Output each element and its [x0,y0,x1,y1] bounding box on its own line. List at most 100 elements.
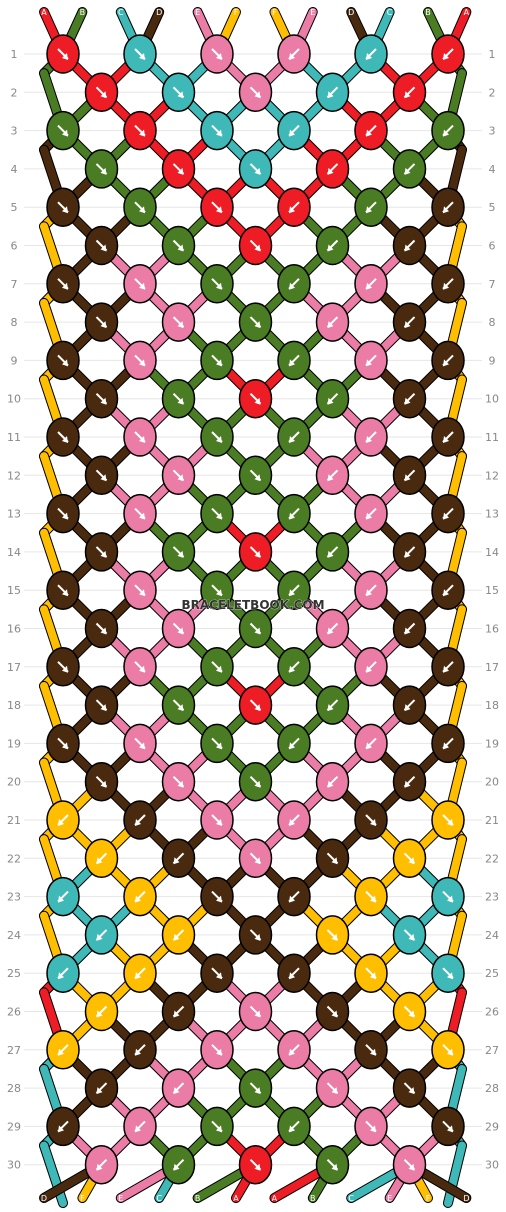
knot-arrowhead-icon [139,282,145,290]
knot-arrowhead-icon [216,512,222,520]
row-number-left: 23 [7,891,21,904]
strand-label-top: F [234,8,239,17]
row-number-left: 24 [7,929,21,942]
knot-arrowhead-icon [96,1010,103,1018]
row-number-right: 22 [485,852,499,865]
row-number-right: 6 [489,240,496,253]
row-number-right: 21 [485,814,499,827]
knot-arrowhead-icon [100,704,107,712]
knot-arrowhead-icon [62,129,68,137]
knot-arrowhead-icon [366,53,372,60]
knot-arrowhead-icon [139,436,145,443]
strand-label-bottom: B [310,1194,316,1203]
row-number-right: 25 [485,967,499,980]
knot-arrowhead-icon [58,1125,64,1133]
knot-arrowhead-icon [443,282,449,290]
knot-arrowhead-icon [58,1048,64,1056]
knot-arrowhead-icon [331,1010,338,1018]
knot-arrowhead-icon [443,589,449,597]
knot-arrowhead-icon [100,474,107,482]
knot-arrowhead-icon [135,972,141,980]
row-number-left: 1 [11,48,18,61]
row-number-left: 13 [7,508,21,521]
knot-arrowhead-icon [289,589,295,597]
knot-arrowhead-icon [254,857,261,865]
row-number-right: 18 [485,699,499,712]
row-number-right: 9 [489,354,496,367]
knot-arrowhead-icon [404,244,411,252]
row-number-right: 16 [485,623,499,636]
knot-arrowhead-icon [216,359,222,367]
knot-arrowhead-icon [289,206,295,214]
knot-arrowhead-icon [177,244,184,252]
knot-arrowhead-icon [173,857,180,865]
knot-arrowhead-icon [289,282,295,290]
knot-arrowhead-icon [404,474,411,482]
knot-arrowhead-icon [370,895,376,903]
row-number-left: 30 [7,1159,21,1172]
knot-arrowhead-icon [177,167,184,175]
knot-arrowhead-icon [408,1010,415,1018]
knot-arrowhead-icon [443,206,449,214]
row-number-left: 28 [7,1082,21,1095]
knot-arrowhead-icon [366,665,372,673]
knot-arrowhead-icon [139,206,145,214]
strand-label-top: F [272,8,277,17]
strand-label-top: B [425,8,431,17]
knot-arrowhead-icon [327,550,334,558]
row-number-left: 29 [7,1120,21,1133]
knot-arrowhead-icon [327,397,334,405]
strand-label-bottom: A [233,1194,239,1203]
row-number-left: 25 [7,967,21,980]
knot-arrowhead-icon [62,282,68,290]
knot-arrowhead-icon [366,742,372,750]
knot-arrowhead-icon [62,436,68,443]
knot-arrowhead-icon [327,704,334,712]
row-number-left: 14 [7,546,21,559]
knot-arrowhead-icon [100,167,107,175]
strand-label-bottom: E [387,1194,392,1203]
row-number-left: 9 [11,354,18,367]
row-number-left: 19 [7,737,21,750]
strand-label-bottom: D [463,1194,469,1203]
row-number-right: 20 [485,776,499,789]
knot-arrowhead-icon [216,436,222,443]
row-number-left: 7 [11,278,18,291]
knot-arrowhead-icon [139,589,145,597]
strand-label-top: E [195,8,200,17]
knot-arrowhead-icon [139,129,145,137]
knot-arrowhead-icon [289,819,295,826]
knot-arrowhead-icon [366,436,372,443]
strand-label-top: A [464,8,470,17]
knot-arrowhead-icon [254,91,261,99]
strand-label-bottom: E [118,1194,123,1203]
row-number-left: 15 [7,584,21,597]
knot-arrowhead-icon [331,857,338,865]
knot-arrowhead-icon [327,780,334,788]
knot-arrowhead-icon [216,895,222,903]
row-number-right: 28 [485,1082,499,1095]
knot-arrowhead-icon [216,742,222,750]
knot-arrowhead-icon [254,474,261,482]
knot-arrowhead-icon [177,704,184,712]
knot-arrowhead-icon [216,1048,222,1056]
row-number-right: 2 [489,86,496,99]
knot-arrowhead-icon [100,321,107,329]
knot-arrowhead-icon [404,167,411,175]
knot-arrowhead-icon [62,665,68,673]
knot-arrowhead-icon [254,167,261,175]
row-number-left: 5 [11,201,18,214]
knot-arrowhead-icon [216,206,222,214]
knot-arrowhead-icon [327,91,334,99]
strand-label-top: A [41,8,47,17]
knot-arrowhead-icon [366,589,372,597]
knot-arrowhead-icon [100,91,107,99]
strand-label-top: C [118,8,124,17]
knot-arrowhead-icon [443,742,449,750]
strand-label-bottom: F [426,1194,431,1203]
row-number-right: 24 [485,929,499,942]
row-number-right: 3 [489,125,496,138]
knot-arrowhead-icon [366,512,372,520]
strand-label-bottom: C [156,1194,162,1203]
